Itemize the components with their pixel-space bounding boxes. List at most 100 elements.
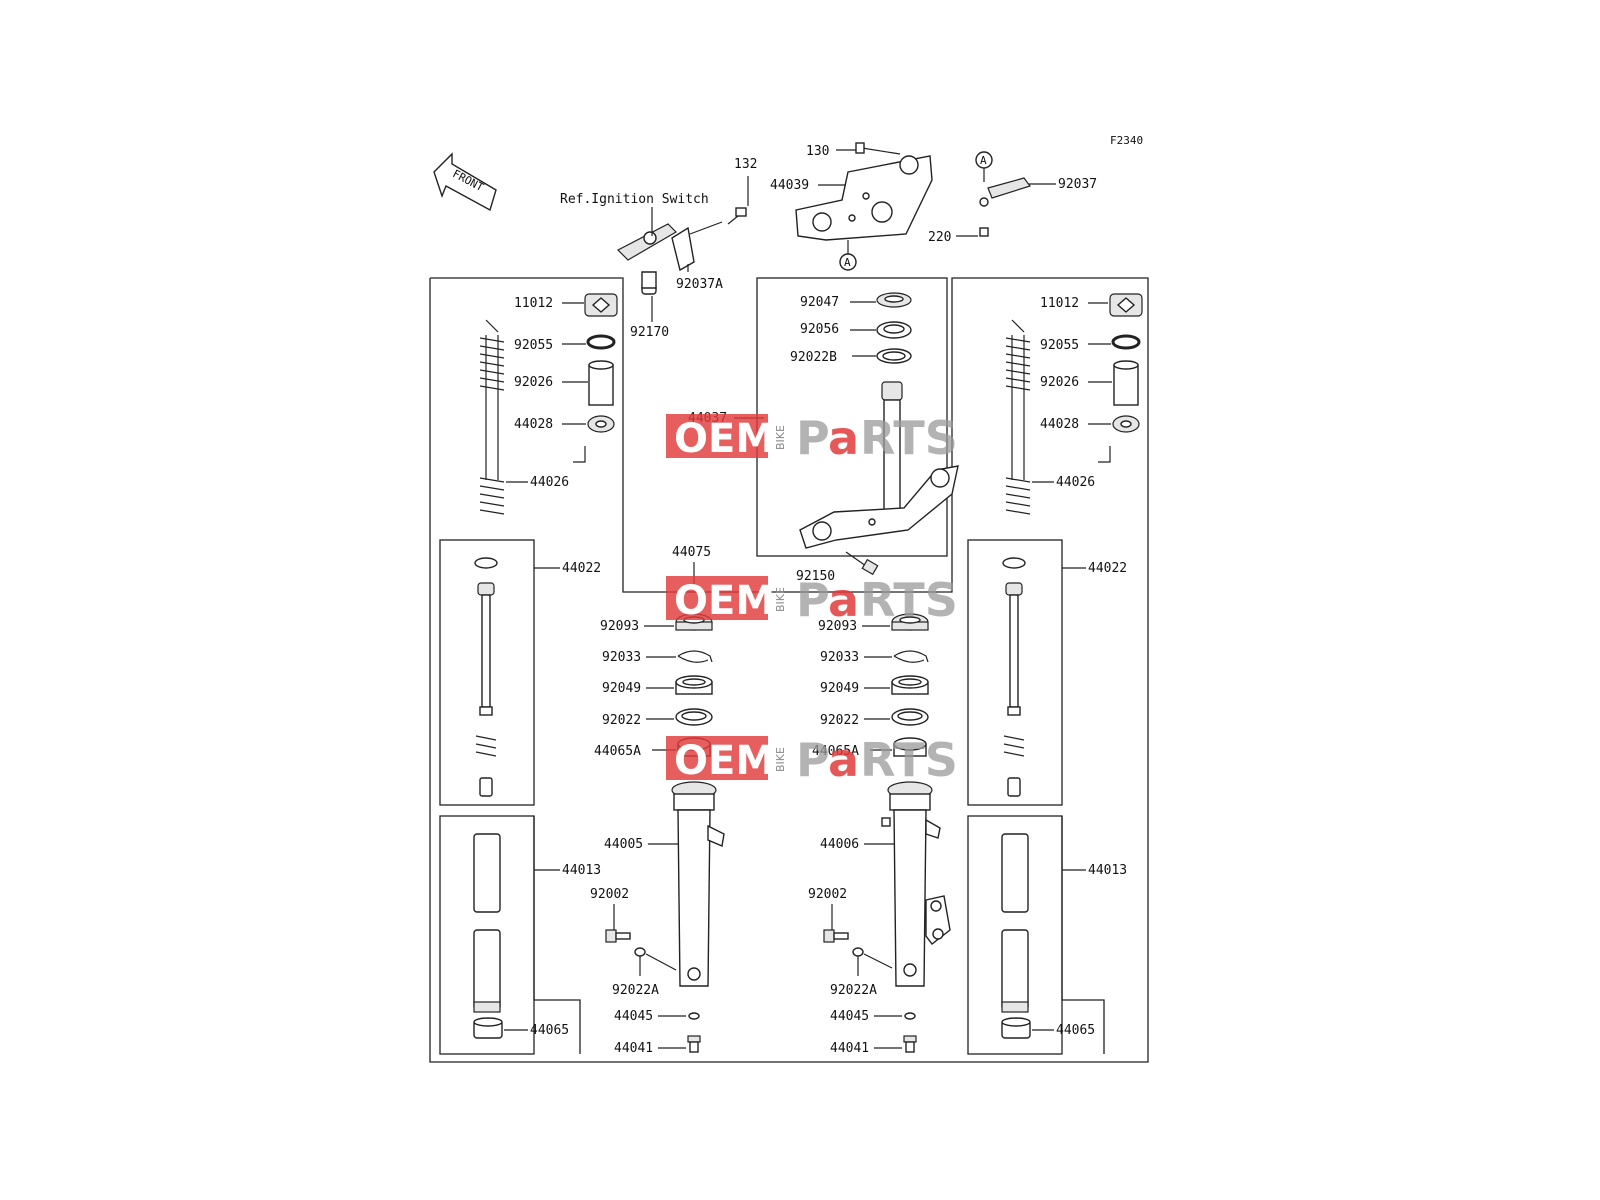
outer-tube-box-left-ext <box>533 816 581 1054</box>
watermark-2: OEM BIKE P a RTS <box>666 573 958 627</box>
stem-44037-icon <box>799 381 959 549</box>
diagram-code: F2340 <box>1110 134 1143 147</box>
washer-92022a-left-icon <box>634 947 646 957</box>
label-92150: 92150 <box>796 569 835 584</box>
bolt-92150-icon <box>845 551 879 576</box>
label-44065-left: 44065 <box>530 1023 569 1038</box>
label-11012-left: 11012 <box>514 296 553 311</box>
seal-92047-icon <box>876 292 912 308</box>
dust-seal-92093-right-icon <box>891 613 929 631</box>
outer-tube-44005-icon <box>671 781 725 987</box>
washer-92022a-right-icon <box>852 947 864 957</box>
svg-text:OEM: OEM <box>674 738 775 784</box>
label-44041-left: 44041 <box>614 1041 653 1056</box>
svg-text:P: P <box>796 733 830 787</box>
oring-92055-right-icon <box>1111 334 1141 350</box>
oil-seal-92049-right-icon <box>891 675 929 695</box>
label-92033-left: 92033 <box>602 650 641 665</box>
label-92056: 92056 <box>800 322 839 337</box>
svg-text:a: a <box>828 411 859 465</box>
label-44041-right: 44041 <box>830 1041 869 1056</box>
inner-tube-44022-right-icon <box>1002 557 1026 797</box>
svg-text:BIKE: BIKE <box>774 747 787 772</box>
label-92047: 92047 <box>800 295 839 310</box>
oring-92055-left-icon <box>586 334 616 350</box>
label-130: 130 <box>806 144 829 159</box>
label-44022-right: 44022 <box>1088 561 1127 576</box>
label-92033-right: 92033 <box>820 650 859 665</box>
spacer-92026-left-icon <box>588 364 614 406</box>
label-92055-left: 92055 <box>514 338 553 353</box>
label-92022b: 92022B <box>790 350 837 365</box>
label-92049-left: 92049 <box>602 681 641 696</box>
label-44022-left: 44022 <box>562 561 601 576</box>
label-92026-right: 92026 <box>1040 375 1079 390</box>
label-44065a-left: 44065A <box>594 744 641 759</box>
label-92022a-right: 92022A <box>830 983 877 998</box>
label-44028-left: 44028 <box>514 417 553 432</box>
label-92022a-left: 92022A <box>612 983 659 998</box>
seat-44028-right-icon <box>1112 415 1140 433</box>
cap-11012-right-icon <box>1109 293 1143 317</box>
svg-text:a: a <box>828 733 859 787</box>
svg-text:RTS: RTS <box>860 733 958 787</box>
svg-text:OEM: OEM <box>674 416 775 462</box>
bolt-44041-left-icon <box>687 1035 701 1053</box>
ignition-bracket <box>616 223 695 295</box>
washer-44045-left-icon <box>688 1012 700 1020</box>
svg-text:RTS: RTS <box>860 411 958 465</box>
bolt-44041-right-icon <box>903 1035 917 1053</box>
bushing-44065-right-icon <box>1001 1017 1031 1039</box>
outer-tube-44006-icon <box>881 781 951 987</box>
label-92093-right: 92093 <box>818 619 857 634</box>
spring-44026-left-icon <box>479 335 505 515</box>
svg-text:P: P <box>796 411 830 465</box>
label-44065a-right: 44065A <box>812 744 859 759</box>
svg-text:a: a <box>828 573 859 627</box>
inner-tube-44022-left-icon <box>474 557 498 797</box>
clip-92033-right-icon <box>893 650 929 663</box>
seat-44028-left-icon <box>587 415 615 433</box>
spring-44026-right-icon <box>1005 335 1031 515</box>
label-92022-right: 92022 <box>820 713 859 728</box>
svg-text:OEM: OEM <box>674 578 775 624</box>
label-44075: 44075 <box>672 545 711 560</box>
label-220: 220 <box>928 230 951 245</box>
label-92037a: 92037A <box>676 277 723 292</box>
ref-ignition-label: Ref.Ignition Switch <box>560 192 709 207</box>
label-92002-right: 92002 <box>808 887 847 902</box>
label-132: 132 <box>734 157 757 172</box>
inner-tube-box-left <box>439 539 535 806</box>
label-92002-left: 92002 <box>590 887 629 902</box>
cap-11012-left-icon <box>584 293 618 317</box>
label-92049-right: 92049 <box>820 681 859 696</box>
label-92093-left: 92093 <box>600 619 639 634</box>
svg-text:A: A <box>980 154 987 167</box>
clip-92033-left-icon <box>677 650 713 663</box>
label-44039: 44039 <box>770 178 809 193</box>
front-arrow-icon: FRONT <box>433 152 497 212</box>
left-fork-box <box>429 277 1149 1063</box>
watermark-3: OEM BIKE P a RTS <box>666 733 958 787</box>
label-92055-right: 92055 <box>1040 338 1079 353</box>
svg-text:A: A <box>844 256 851 269</box>
label-44005: 44005 <box>604 837 643 852</box>
label-92026-left: 92026 <box>514 375 553 390</box>
bolt-132-icon <box>727 207 747 225</box>
slide-44013-right-icon <box>1001 833 1029 1013</box>
watermark-1: OEM BIKE P a RTS <box>666 411 958 465</box>
outer-tube-box-right-ext <box>1061 816 1105 1054</box>
washer-44045-right-icon <box>904 1012 916 1020</box>
label-44026-left: 44026 <box>530 475 569 490</box>
callout-a-bottom <box>839 253 857 271</box>
label-11012-right: 11012 <box>1040 296 1079 311</box>
label-44006: 44006 <box>820 837 859 852</box>
svg-text:P: P <box>796 573 830 627</box>
slide-44013-left-icon <box>473 833 501 1013</box>
label-92037: 92037 <box>1058 177 1097 192</box>
bolt-92002-left-icon <box>605 929 631 943</box>
bushing-44065a-right-icon <box>893 737 927 757</box>
label-44045-left: 44045 <box>614 1009 653 1024</box>
top-bracket-44039-icon <box>795 155 933 241</box>
